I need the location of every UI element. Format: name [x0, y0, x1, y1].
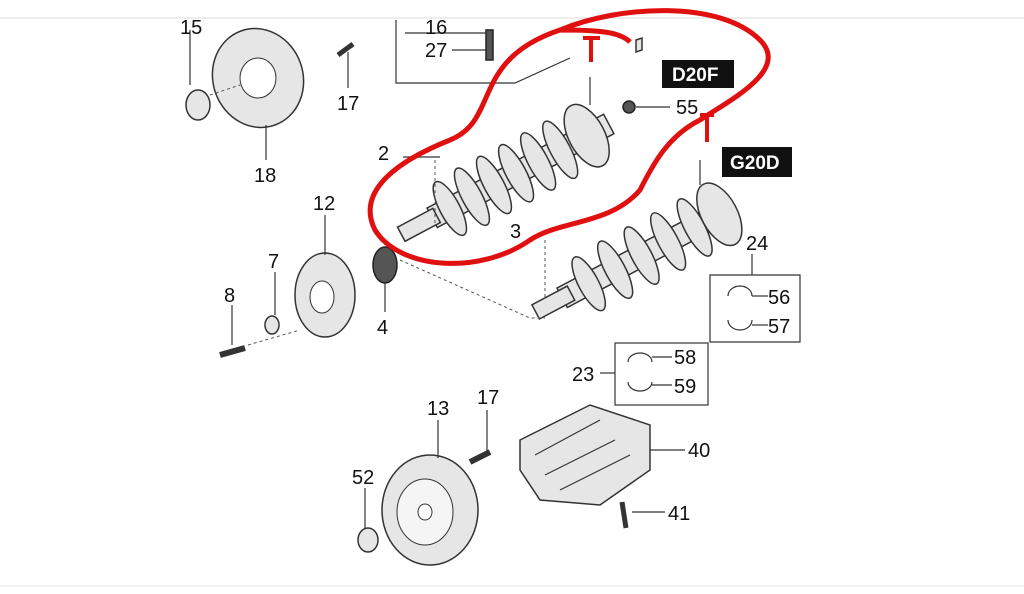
callout-2: 2 [378, 143, 389, 165]
red-annotation-circle [367, 8, 771, 266]
callout-17: 17 [337, 93, 359, 115]
washer-part[interactable] [357, 527, 379, 553]
crankshaft-d20f[interactable] [385, 77, 636, 264]
bolt-part[interactable] [468, 449, 492, 465]
callout-3: 3 [510, 221, 521, 243]
balance-shaft-module-part[interactable] [519, 404, 651, 506]
callout-15: 15 [180, 17, 202, 39]
bolt-part[interactable] [219, 345, 246, 358]
callout-24: 24 [746, 233, 768, 255]
callout-8: 8 [224, 285, 235, 307]
callout-23: 23 [572, 364, 594, 386]
variant-tag-g20d: G20D [722, 147, 792, 177]
flywheel-part[interactable] [185, 16, 317, 141]
callout-59: 59 [674, 376, 696, 398]
bolt-part[interactable] [336, 41, 355, 58]
thrust-washer-part[interactable] [727, 319, 753, 331]
callout-57: 57 [768, 316, 790, 338]
callout-18: 18 [254, 165, 276, 187]
callout-52: 52 [352, 467, 374, 489]
red-tick-mark [583, 36, 600, 62]
red-tick-mark [700, 113, 714, 142]
callout-7: 7 [268, 251, 279, 273]
pin-part[interactable] [485, 29, 494, 61]
callout-12: 12 [313, 193, 335, 215]
callout-16: 16 [425, 17, 447, 39]
washer-part[interactable] [264, 315, 280, 335]
callout-27: 27 [425, 40, 447, 62]
callout-55: 55 [676, 97, 698, 119]
svg-text:G20D: G20D [730, 153, 780, 174]
bolt-part[interactable] [619, 501, 629, 529]
bearing-shell-part[interactable] [627, 381, 653, 392]
crank-pulley-part[interactable] [294, 252, 356, 338]
callout-56: 56 [768, 287, 790, 309]
callout-4: 4 [377, 317, 388, 339]
callout-58: 58 [674, 347, 696, 369]
damper-pulley-part[interactable] [381, 454, 479, 566]
callout-41: 41 [668, 503, 690, 525]
svg-text:D20F: D20F [672, 65, 718, 86]
bearing-shell-part[interactable] [627, 352, 653, 363]
crankshaft-g20d[interactable] [520, 160, 751, 342]
callout-17-lower: 17 [477, 387, 499, 409]
thrust-washer-part[interactable] [727, 285, 753, 297]
variant-tag-d20f: D20F [662, 60, 734, 88]
callout-40: 40 [688, 440, 710, 462]
sprocket-part[interactable] [372, 246, 398, 284]
callout-13: 13 [427, 398, 449, 420]
